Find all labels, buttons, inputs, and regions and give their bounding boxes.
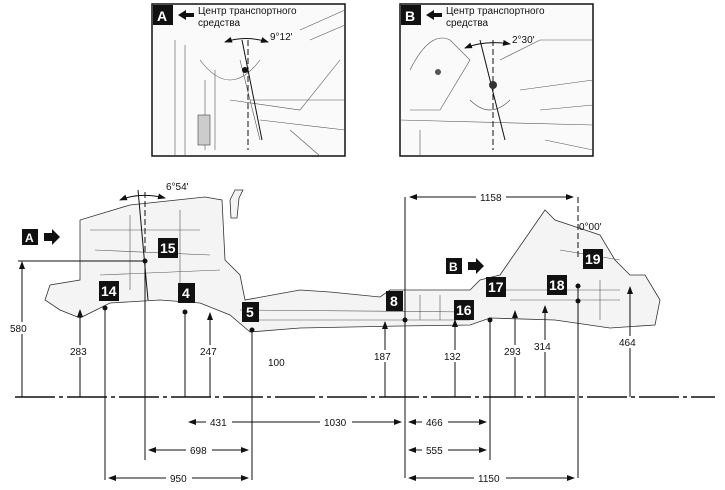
dimension-label: 580 bbox=[10, 324, 27, 335]
view-marker-a: A bbox=[22, 229, 60, 245]
dimension-label: 8 bbox=[390, 293, 398, 309]
dimension-label: B bbox=[449, 260, 458, 274]
point-17: 17 bbox=[486, 277, 506, 297]
inset-b: B Центр транспортного средства 2°30' bbox=[399, 3, 594, 157]
inset-b-caption: Центр транспортного bbox=[446, 6, 545, 17]
inset-a-letter: A bbox=[157, 8, 167, 24]
dimension-label: 283 bbox=[70, 347, 87, 358]
dimension-label: 950 bbox=[170, 474, 187, 485]
dimension-label: 464 bbox=[619, 338, 636, 349]
measurement-points: 15 14 4 5 8 16 17 18 19 bbox=[99, 238, 603, 322]
rear-angle-label: 0°00' bbox=[579, 222, 602, 233]
front-angle-label: 6°54' bbox=[166, 182, 189, 193]
view-marker-b: B bbox=[446, 258, 484, 274]
arrow-right-icon bbox=[468, 258, 484, 274]
inset-b-caption-2: средства bbox=[446, 18, 489, 29]
inset-a-badge bbox=[153, 5, 173, 25]
inset-a: A Центр транспортного средства 9°12' bbox=[151, 3, 346, 157]
dimension-label: 293 bbox=[504, 347, 521, 358]
arrow-right-icon bbox=[44, 229, 60, 245]
dimension-label: 187 bbox=[374, 352, 391, 363]
dimension-label: 1158 bbox=[480, 193, 502, 204]
dimension-label: 1150 bbox=[478, 474, 500, 485]
point-14: 14 bbox=[99, 281, 119, 301]
point-16: 16 bbox=[454, 300, 474, 320]
dimension-label: 100 bbox=[268, 358, 285, 369]
inset-a-caption: Центр транспортного bbox=[198, 6, 297, 17]
inset-b-badge bbox=[401, 5, 421, 25]
point-19: 19 bbox=[583, 249, 603, 269]
inset-b-angle: 2°30' bbox=[512, 35, 535, 46]
dimension-label: 15 bbox=[160, 240, 176, 256]
dimension-label: 314 bbox=[534, 342, 551, 353]
dimension-label: 18 bbox=[549, 277, 565, 293]
dimension-label: 19 bbox=[585, 251, 601, 267]
dimension-label: A bbox=[25, 231, 34, 245]
dimension-label: 555 bbox=[426, 446, 443, 457]
arrow-left-icon bbox=[178, 10, 194, 20]
length-dimensions: 1158 431 1030 466 698 555 950 1150 bbox=[104, 190, 575, 485]
dimension-label: 247 bbox=[200, 347, 217, 358]
inset-a-caption-2: средства bbox=[198, 18, 241, 29]
dimension-label: 431 bbox=[210, 418, 227, 429]
inset-a-angle: 9°12' bbox=[270, 32, 293, 43]
dimension-label: 132 bbox=[444, 352, 461, 363]
dimension-label: 466 bbox=[426, 418, 443, 429]
dimension-label: 1030 bbox=[324, 418, 347, 429]
point-8: 8 bbox=[386, 291, 403, 311]
height-dimensions: 580 283 247 100 187 132 293 314 464 bbox=[8, 197, 644, 478]
arrow-left-icon bbox=[426, 10, 442, 20]
dimension-label: 4 bbox=[182, 285, 190, 301]
point-15: 15 bbox=[158, 238, 178, 258]
dimension-label: 16 bbox=[456, 302, 472, 318]
point-4: 4 bbox=[178, 283, 195, 303]
inset-b-letter: B bbox=[405, 8, 415, 24]
point-5: 5 bbox=[242, 302, 259, 322]
dimension-label: 5 bbox=[246, 304, 254, 320]
dimension-label: 698 bbox=[190, 446, 207, 457]
dimension-label: 14 bbox=[101, 283, 117, 299]
point-18: 18 bbox=[547, 275, 567, 295]
dimension-label: 17 bbox=[488, 279, 504, 295]
